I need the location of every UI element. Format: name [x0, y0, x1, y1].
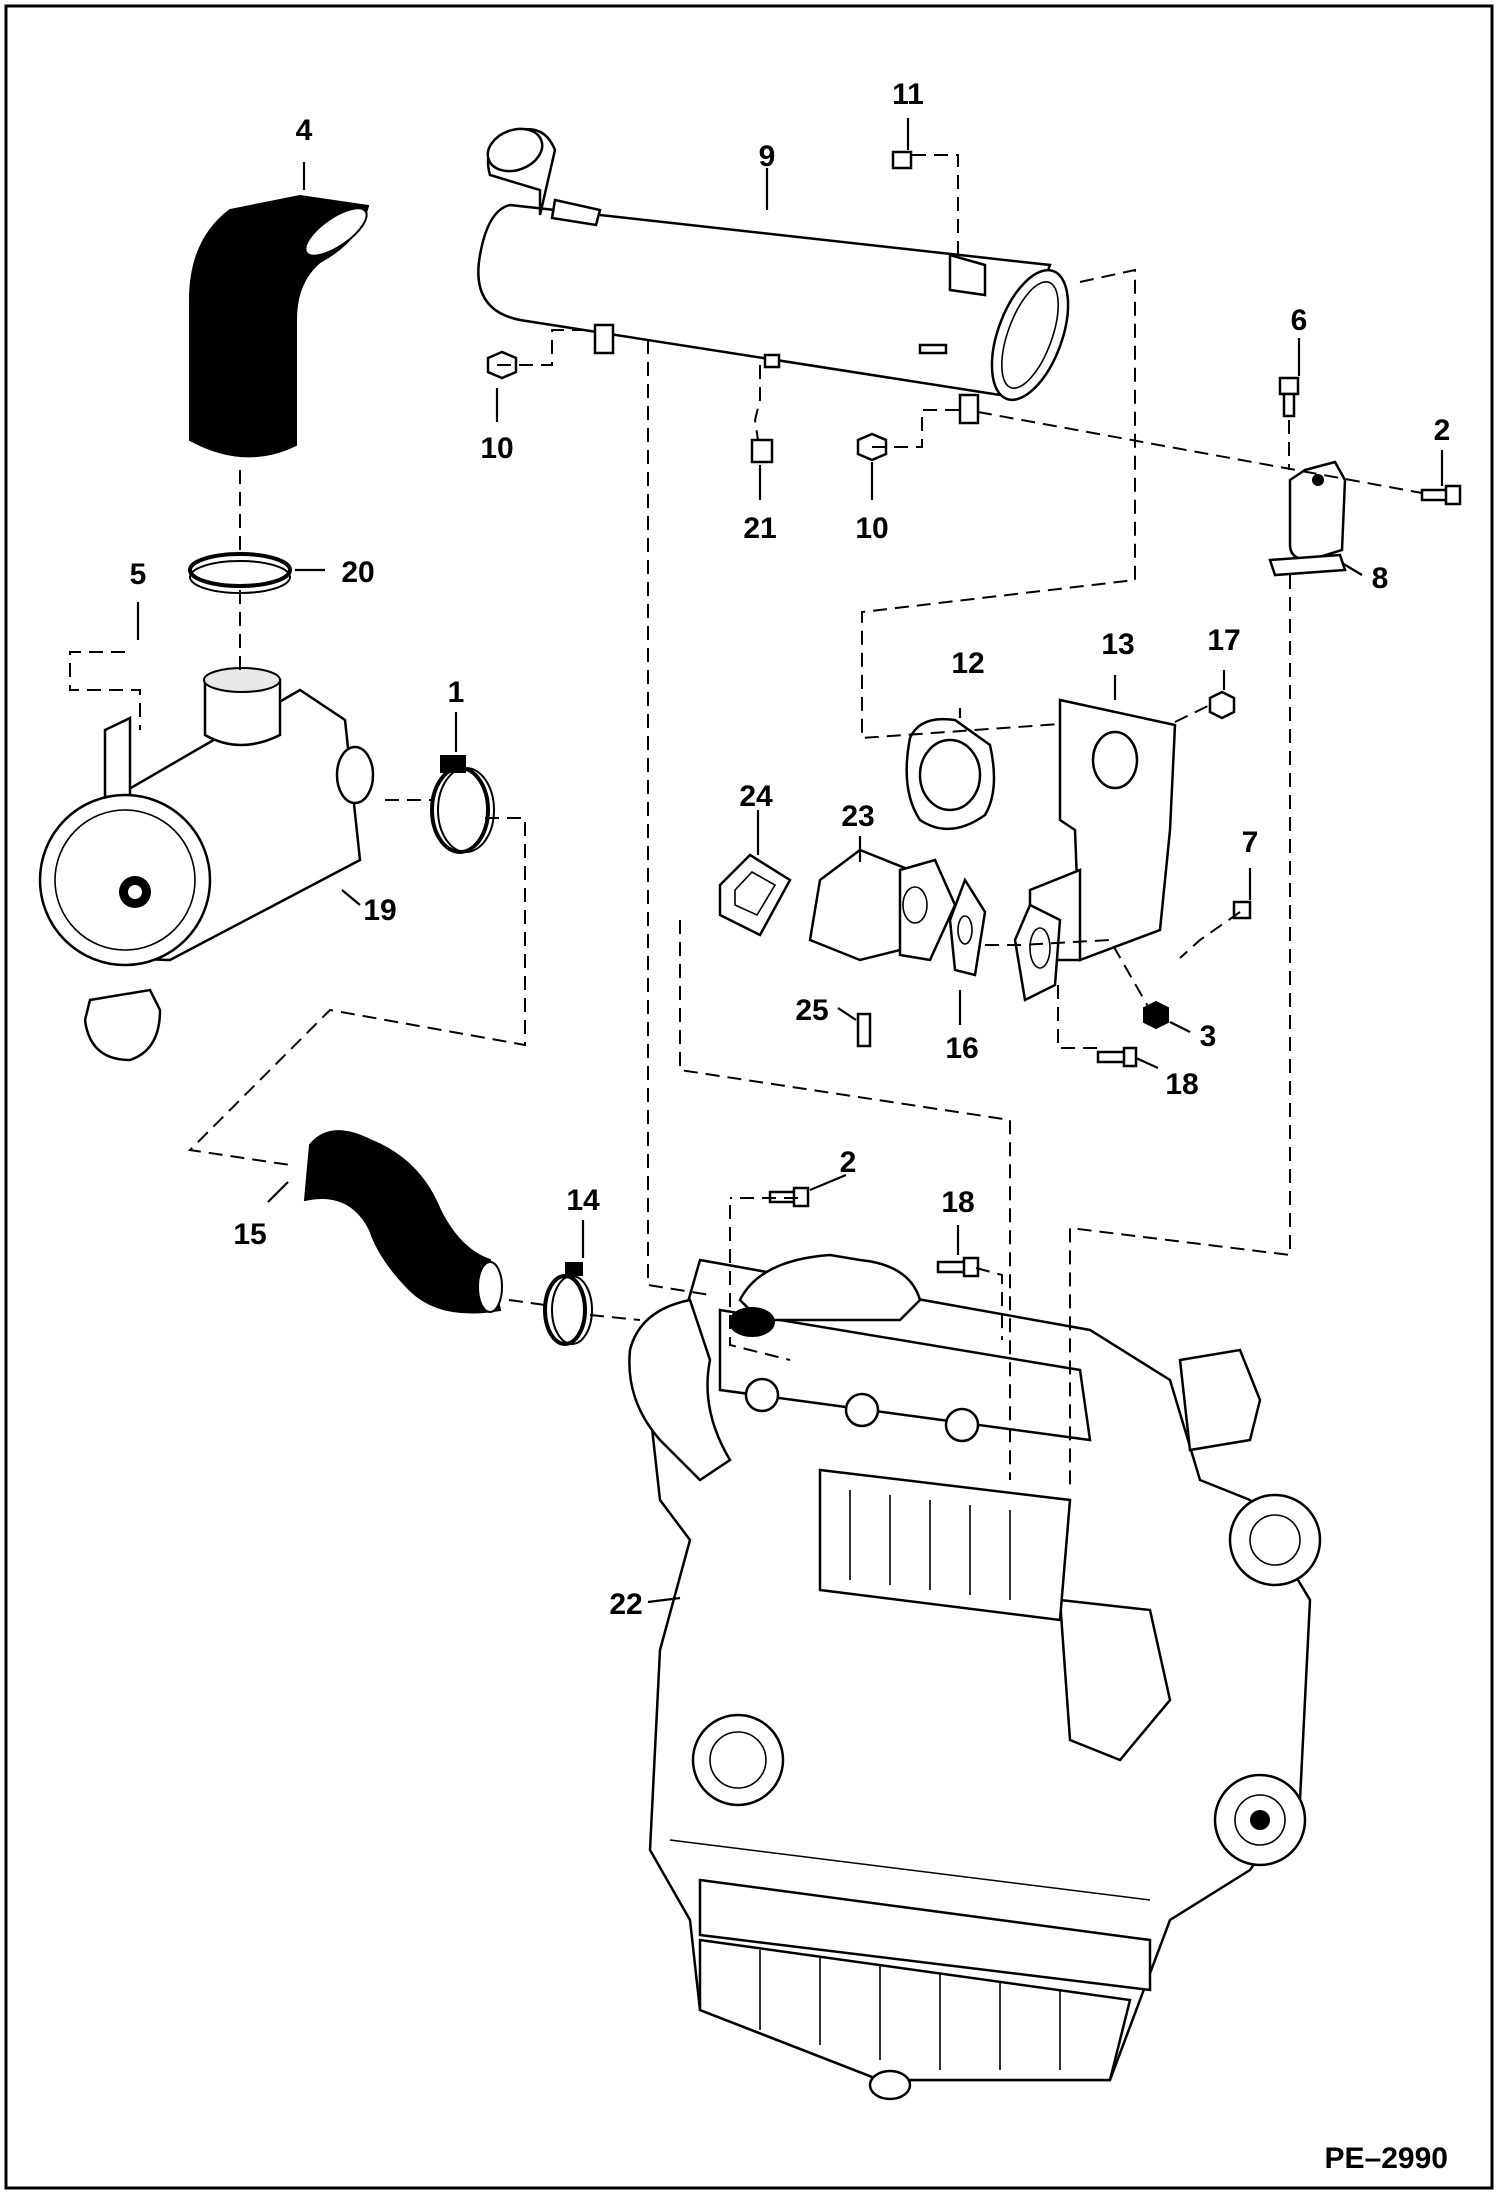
intake-hose-upper-part: [189, 194, 370, 458]
callout-14: 14: [566, 1184, 600, 1217]
callout-23: 23: [841, 800, 874, 833]
callout-15: 15: [233, 1218, 266, 1251]
callout-3: 3: [1200, 1020, 1217, 1053]
callout-17: 17: [1207, 624, 1240, 657]
callout-24: 24: [739, 780, 773, 813]
hose-clamp-part-20: [188, 552, 292, 594]
figure-id: PE–2990: [1325, 2142, 1448, 2175]
callout-18-lower: 18: [941, 1186, 974, 1219]
leader-lines: [136, 118, 1444, 1604]
callout-2-upper: 2: [1434, 414, 1451, 447]
callout-11: 11: [892, 78, 924, 111]
callout-25: 25: [795, 994, 828, 1027]
intake-hose-lower-part: [303, 1130, 503, 1314]
callout-10-left: 10: [480, 432, 513, 465]
callout-22: 22: [609, 1588, 642, 1621]
callout-12: 12: [951, 647, 984, 680]
hose-clamp-part-14: [543, 1262, 593, 1346]
callout-numbers: 4 9 11 10 21 10 6 2 8 20 5 1 19 12 13 17…: [130, 78, 1451, 1621]
callout-21: 21: [743, 512, 776, 545]
flange-part-3: [1013, 903, 1062, 1002]
callout-10-right: 10: [855, 512, 888, 545]
callout-5: 5: [130, 558, 147, 591]
callout-4: 4: [296, 114, 313, 147]
gasket-part-24: [718, 853, 792, 937]
manifold-part-23: [808, 848, 957, 962]
muffler-part: [477, 127, 1070, 425]
callout-18-upper: 18: [1165, 1068, 1198, 1101]
bolt-part-11: [891, 150, 913, 170]
nut-part-17: [1208, 690, 1236, 720]
gasket-part-16: [948, 877, 987, 977]
callout-7: 7: [1242, 826, 1259, 859]
callout-1: 1: [448, 676, 465, 709]
callout-19: 19: [363, 894, 396, 927]
callout-13: 13: [1101, 628, 1134, 661]
callout-8: 8: [1372, 562, 1389, 595]
air-cleaner-part: [38, 667, 375, 1062]
bolt-part-6: [1278, 376, 1300, 418]
page-border: [4, 4, 1494, 2190]
assembly-dashed-lines: [69, 154, 1423, 1485]
callout-20: 20: [341, 556, 374, 589]
callout-16: 16: [945, 1032, 978, 1065]
bolt-part-25: [856, 1012, 872, 1048]
bolt-part-18-upper: [1096, 1046, 1138, 1068]
callout-9: 9: [759, 140, 776, 173]
bolt-part-2-upper: [1420, 484, 1462, 506]
hose-clamp-part-1: [430, 755, 495, 854]
callout-2-lower: 2: [840, 1146, 857, 1179]
callout-6: 6: [1291, 304, 1308, 337]
cap-part-21: [750, 438, 774, 464]
gasket-part-12: [905, 717, 996, 831]
bracket-part-8: [1268, 460, 1347, 577]
engine-part-22: [628, 1253, 1322, 2101]
bolt-part-18-lower: [936, 1256, 980, 1278]
